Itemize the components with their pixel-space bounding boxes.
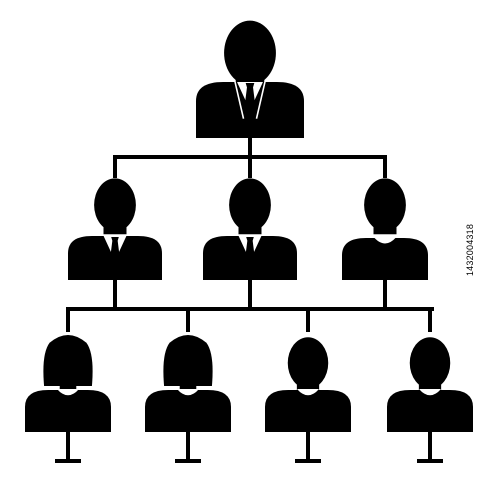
man-with-tie-icon <box>68 178 162 280</box>
neckline <box>296 389 320 396</box>
necktie <box>244 83 256 115</box>
businessman-icon <box>196 20 304 138</box>
lapel-line <box>255 81 266 119</box>
lapel-line <box>234 81 245 119</box>
people <box>25 20 473 432</box>
neckline <box>373 237 397 244</box>
man-icon <box>265 337 351 432</box>
man-with-tie-icon <box>203 178 297 280</box>
necktie <box>110 237 120 265</box>
neckline <box>56 389 80 396</box>
man-icon <box>387 337 473 432</box>
stock-image-id: 1432004318 <box>464 223 475 277</box>
neckline <box>176 389 200 396</box>
connectors <box>55 138 443 463</box>
woman-icon <box>145 334 231 432</box>
necktie <box>245 237 255 265</box>
woman-icon <box>25 334 111 432</box>
neckline <box>418 389 442 396</box>
man-icon <box>342 178 428 280</box>
